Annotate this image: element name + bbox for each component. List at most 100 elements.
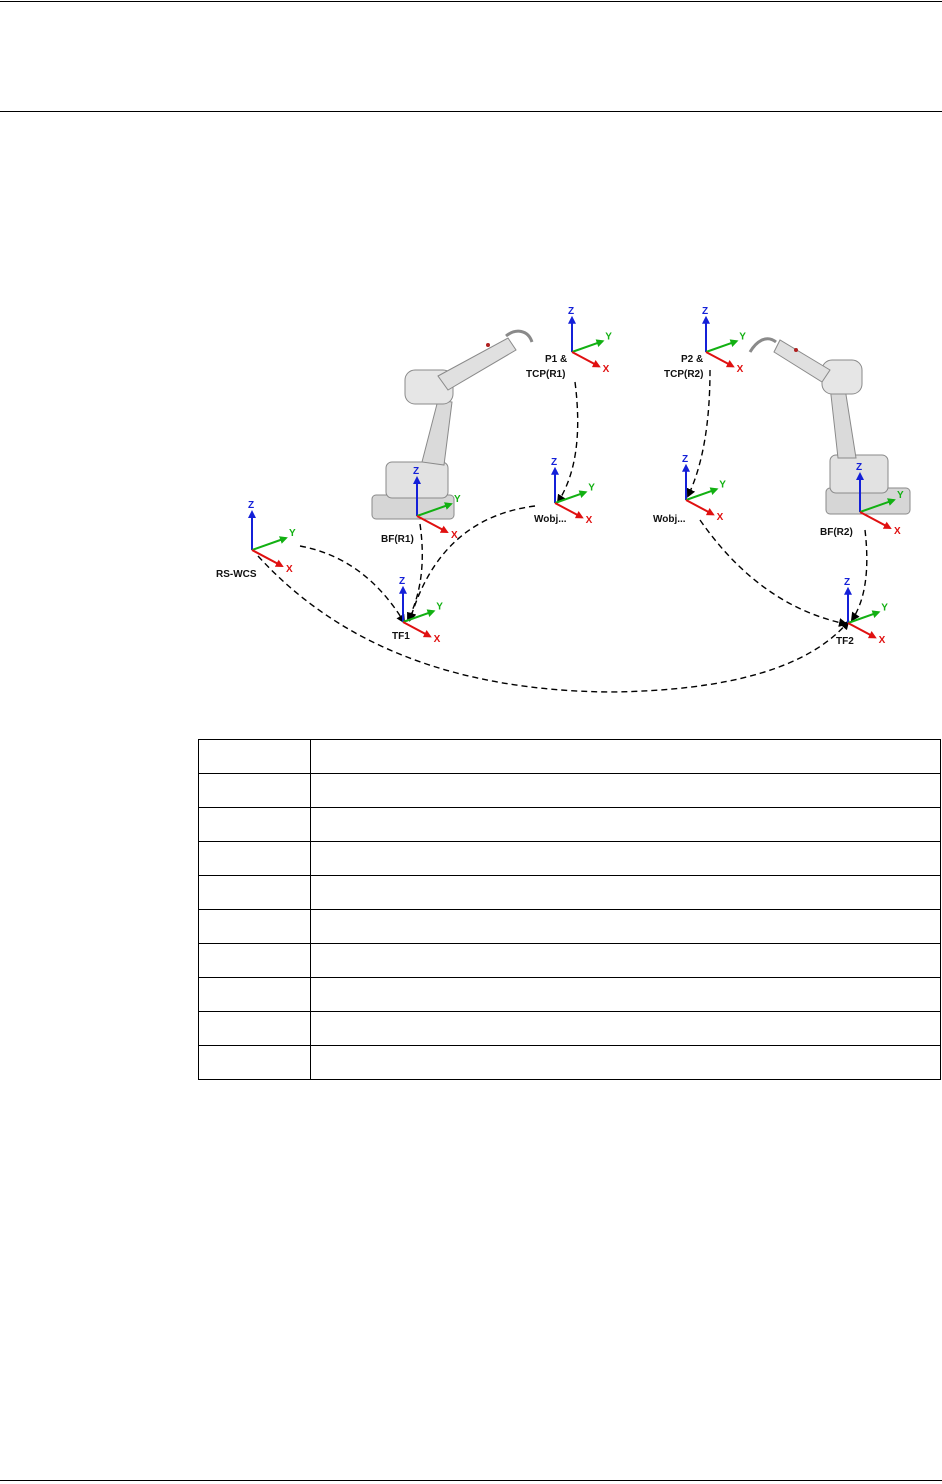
label-rs-wcs: RS-WCS bbox=[216, 569, 257, 580]
header-top-rule bbox=[0, 1, 942, 2]
z-axis-label: Z bbox=[568, 306, 574, 317]
table-cell-term bbox=[198, 1045, 311, 1080]
table-cell-term bbox=[198, 807, 311, 842]
table-cell-description bbox=[310, 909, 941, 944]
table-cell-description bbox=[310, 773, 941, 808]
x-axis-arrow bbox=[705, 351, 735, 368]
table-cell-term bbox=[198, 977, 311, 1012]
x-axis-label: X bbox=[879, 635, 886, 646]
table-row bbox=[198, 773, 941, 808]
table-cell-description bbox=[310, 1045, 941, 1080]
frame-rs-wcs: ZYX bbox=[248, 500, 296, 575]
table-cell-term bbox=[198, 773, 311, 808]
table-row bbox=[198, 807, 941, 842]
x-axis-arrow bbox=[554, 502, 584, 519]
label-wobj-1: Wobj... bbox=[534, 514, 567, 525]
table-cell-description bbox=[310, 875, 941, 910]
y-axis-label: Y bbox=[588, 482, 595, 493]
x-axis-arrow bbox=[685, 499, 715, 516]
y-axis-arrow bbox=[859, 498, 896, 513]
y-axis-label: Y bbox=[719, 479, 726, 490]
link-wcs-tf2 bbox=[257, 555, 850, 693]
z-axis-label: Z bbox=[551, 457, 557, 468]
label-wobj-2: Wobj... bbox=[653, 514, 686, 525]
y-axis-label: Y bbox=[289, 528, 296, 539]
table-cell-description bbox=[310, 841, 941, 876]
link-wcs-tf1 bbox=[299, 545, 406, 624]
frame-tf1: ZYX bbox=[399, 576, 443, 645]
y-axis-label: Y bbox=[454, 494, 461, 505]
link-wobj2-tf2 bbox=[699, 519, 848, 627]
table-cell-term bbox=[198, 841, 311, 876]
label-p2: P2 & bbox=[681, 354, 703, 365]
x-axis-label: X bbox=[894, 526, 901, 537]
table-row bbox=[198, 739, 941, 774]
z-axis-label: Z bbox=[702, 306, 708, 317]
y-axis-arrow bbox=[416, 502, 453, 517]
y-axis-arrow bbox=[402, 609, 436, 623]
table-row bbox=[198, 1045, 941, 1080]
frame-wobj-2: ZYX bbox=[682, 454, 726, 523]
table-cell-term bbox=[198, 943, 311, 978]
label-tcp-r1: TCP(R1) bbox=[526, 369, 565, 380]
y-axis-arrow bbox=[251, 536, 288, 551]
x-axis-label: X bbox=[603, 364, 610, 375]
table-row bbox=[198, 875, 941, 910]
link-bfr2-tf2 bbox=[850, 529, 868, 622]
table-row bbox=[198, 841, 941, 876]
y-axis-arrow bbox=[554, 490, 588, 504]
z-axis-label: Z bbox=[856, 462, 862, 473]
label-tf1: TF1 bbox=[392, 631, 410, 642]
legend-table-body bbox=[198, 739, 941, 1080]
link-tf1-wobj1 bbox=[407, 505, 536, 622]
x-axis-label: X bbox=[286, 564, 293, 575]
label-bf-r2: BF(R2) bbox=[820, 527, 853, 538]
x-axis-label: X bbox=[451, 530, 458, 541]
legend-table bbox=[198, 739, 941, 1080]
frame-wobj-1: Z Y X bbox=[551, 457, 595, 526]
label-tcp-r2: TCP(R2) bbox=[664, 369, 703, 380]
link-wobj1-tcp1 bbox=[556, 381, 579, 504]
frame-links bbox=[257, 369, 868, 693]
table-row bbox=[198, 943, 941, 978]
robot-r1-image bbox=[371, 329, 534, 520]
footer-rule bbox=[0, 1480, 942, 1481]
frame-tf2: ZYX bbox=[844, 577, 888, 646]
frame-bf-r2: Z Y X bbox=[856, 462, 904, 537]
x-axis-label: X bbox=[586, 515, 593, 526]
y-axis-label: Y bbox=[739, 331, 746, 342]
x-axis-label: X bbox=[434, 634, 441, 645]
table-cell-term bbox=[198, 1011, 311, 1046]
link-tcp2-wobj2 bbox=[686, 369, 711, 498]
table-row bbox=[198, 1011, 941, 1046]
y-axis-arrow bbox=[571, 339, 605, 353]
table-cell-description bbox=[310, 807, 941, 842]
table-cell-term bbox=[198, 739, 311, 774]
header-bottom-rule bbox=[0, 111, 942, 112]
table-row bbox=[198, 909, 941, 944]
table-cell-term bbox=[198, 875, 311, 910]
table-cell-description bbox=[310, 943, 941, 978]
x-axis-arrow bbox=[847, 622, 877, 639]
frame-bf-r1: ZYX bbox=[413, 466, 461, 541]
frame-tcp-r1: ZYX bbox=[568, 306, 612, 375]
label-bf-r1: BF(R1) bbox=[381, 534, 414, 545]
x-axis-arrow bbox=[402, 621, 432, 638]
y-axis-label: Y bbox=[897, 490, 904, 501]
x-axis-arrow bbox=[251, 549, 284, 567]
y-axis-arrow bbox=[705, 339, 739, 353]
robot-r2-image bbox=[748, 337, 911, 515]
y-axis-label: Y bbox=[436, 601, 443, 612]
y-axis-label: Y bbox=[881, 602, 888, 613]
label-p1: P1 & bbox=[545, 354, 567, 365]
z-axis-label: Z bbox=[682, 454, 688, 465]
table-cell-term bbox=[198, 909, 311, 944]
table-cell-description bbox=[310, 739, 941, 774]
label-tf2: TF2 bbox=[836, 636, 854, 647]
table-cell-description bbox=[310, 1011, 941, 1046]
x-axis-arrow bbox=[571, 351, 601, 368]
frame-tcp-r2: ZYX bbox=[702, 306, 746, 375]
link-tf1-bfr1 bbox=[407, 523, 423, 622]
